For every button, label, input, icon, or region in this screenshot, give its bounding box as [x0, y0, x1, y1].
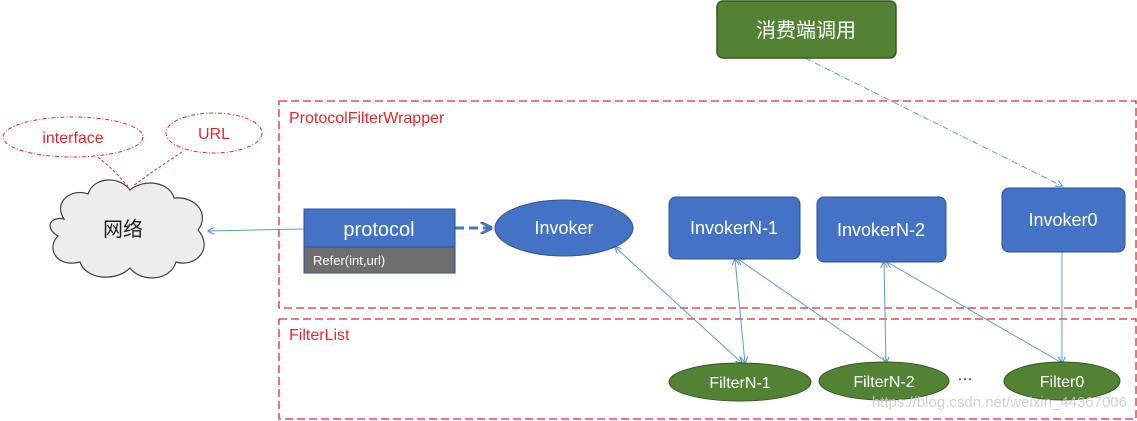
- invoker0-label: Invoker0: [1028, 210, 1097, 230]
- protocol-method-label: Refer(int,url): [313, 253, 385, 268]
- invokern1-filtern1-link: [735, 259, 745, 363]
- invokern2-filtern2-link: [884, 262, 886, 363]
- protocol-label: protocol: [343, 219, 414, 241]
- consumer-to-invoker0-arrow: [804, 57, 1062, 186]
- filter-list-label: FilterList: [289, 327, 350, 344]
- cloud-icon: [49, 179, 205, 279]
- invokern1-filtern2-link: [738, 259, 888, 363]
- invoker-filtern1-link: [615, 247, 742, 363]
- filter-list-group: [278, 318, 1137, 420]
- invoker-n1-node[interactable]: InvokerN-1: [668, 196, 801, 260]
- filter-n2-node[interactable]: FilterN-2: [818, 361, 950, 401]
- invoker-label: Invoker: [534, 218, 593, 238]
- invoker0-node[interactable]: Invoker0: [1001, 187, 1126, 253]
- url-bubble-label: URL: [198, 126, 230, 143]
- invoker-node[interactable]: Invoker: [494, 199, 634, 257]
- invoker-n2-node[interactable]: InvokerN-2: [816, 196, 947, 263]
- filter-n1-label: FilterN-1: [709, 375, 770, 392]
- consumer-call-node[interactable]: 消费端调用: [716, 0, 897, 59]
- interface-bubble-pointer: [97, 156, 129, 187]
- url-bubble: URL: [165, 112, 263, 154]
- protocol-to-network-arrow: [208, 229, 305, 231]
- protocol-filter-wrapper-label: ProtocolFilterWrapper: [289, 110, 445, 127]
- network-label: 网络: [103, 217, 143, 241]
- invoker-n1-label: InvokerN-1: [690, 218, 778, 238]
- filter0-node[interactable]: Filter0: [1003, 361, 1121, 401]
- url-bubble-pointer: [132, 151, 183, 187]
- filter-ellipsis: …: [957, 367, 973, 384]
- filter-n1-node[interactable]: FilterN-1: [668, 362, 812, 402]
- filter-n2-label: FilterN-2: [853, 374, 914, 391]
- protocol-node[interactable]: protocol Refer(int,url): [303, 208, 456, 274]
- filter0-label: Filter0: [1040, 374, 1085, 391]
- interface-bubble: interface: [2, 116, 144, 158]
- protocol-method-box: [303, 246, 456, 274]
- interface-bubble-label: interface: [42, 130, 103, 147]
- consumer-call-label: 消费端调用: [756, 18, 856, 42]
- watermark: https://blog.csdn.net/weixin_44367006: [872, 394, 1127, 411]
- invoker-n2-label: InvokerN-2: [837, 220, 925, 240]
- invokern2-filter0-link: [887, 262, 1062, 363]
- network-cloud: 网络: [49, 179, 205, 279]
